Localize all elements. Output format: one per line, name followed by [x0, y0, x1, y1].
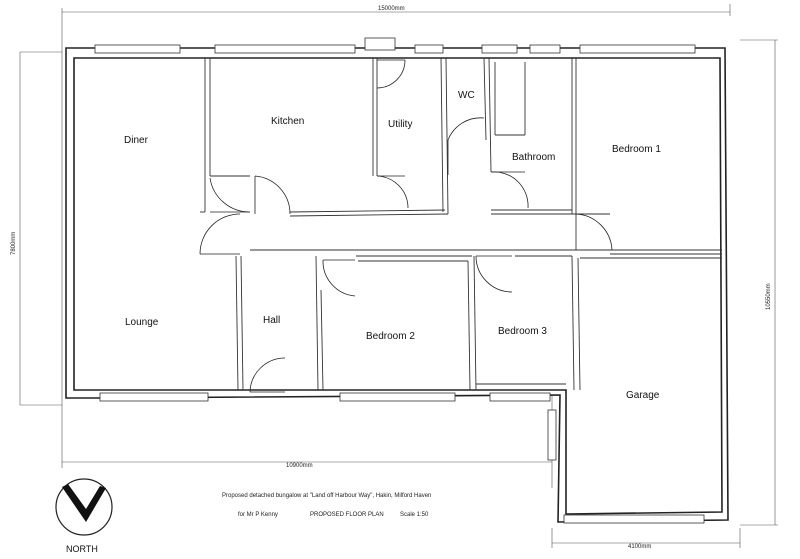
external-walls	[65, 47, 729, 523]
title-client: for Mr P Kenny	[238, 512, 278, 518]
title-block: Proposed detached bungalow at "Land off …	[222, 493, 431, 518]
room-label-garage: Garage	[626, 390, 660, 401]
room-label-kitchen: Kitchen	[271, 116, 304, 127]
room-label-bedroom-1: Bedroom 1	[612, 144, 661, 155]
dimension-left-depth: 7800mm	[11, 232, 17, 255]
internal-walls	[200, 57, 722, 391]
dimension-labels: 15000mm 7800mm 10550mm 10900mm 4100mm	[11, 6, 772, 550]
title-scale: Scale 1:50	[400, 512, 429, 518]
dimension-lines	[19, 4, 778, 548]
dimension-right-depth: 10550mm	[766, 283, 772, 310]
north-arrow: NORTH	[55, 478, 113, 554]
doors	[199, 59, 613, 393]
dimension-garage-width: 4100mm	[628, 544, 651, 550]
room-label-diner: Diner	[124, 135, 149, 146]
north-arrow-icon	[62, 484, 106, 522]
north-arrow-circle	[55, 478, 113, 536]
room-label-hall: Hall	[263, 315, 280, 326]
room-label-lounge: Lounge	[125, 317, 159, 328]
north-label: NORTH	[66, 544, 98, 554]
room-label-bathroom: Bathroom	[512, 152, 555, 163]
title-line-1: Proposed detached bungalow at "Land off …	[222, 493, 431, 499]
room-label-bedroom-2: Bedroom 2	[366, 331, 415, 342]
room-label-utility: Utility	[388, 119, 412, 130]
windows	[94, 37, 705, 524]
room-label-bedroom-3: Bedroom 3	[498, 326, 547, 337]
room-label-wc: WC	[458, 90, 475, 101]
dimension-overall-width: 15000mm	[378, 6, 405, 12]
title-drawing: PROPOSED FLOOR PLAN	[310, 512, 384, 518]
room-labels: Diner Kitchen Utility WC Bathroom Bedroo…	[124, 90, 661, 401]
dimension-main-width: 10900mm	[286, 463, 313, 469]
